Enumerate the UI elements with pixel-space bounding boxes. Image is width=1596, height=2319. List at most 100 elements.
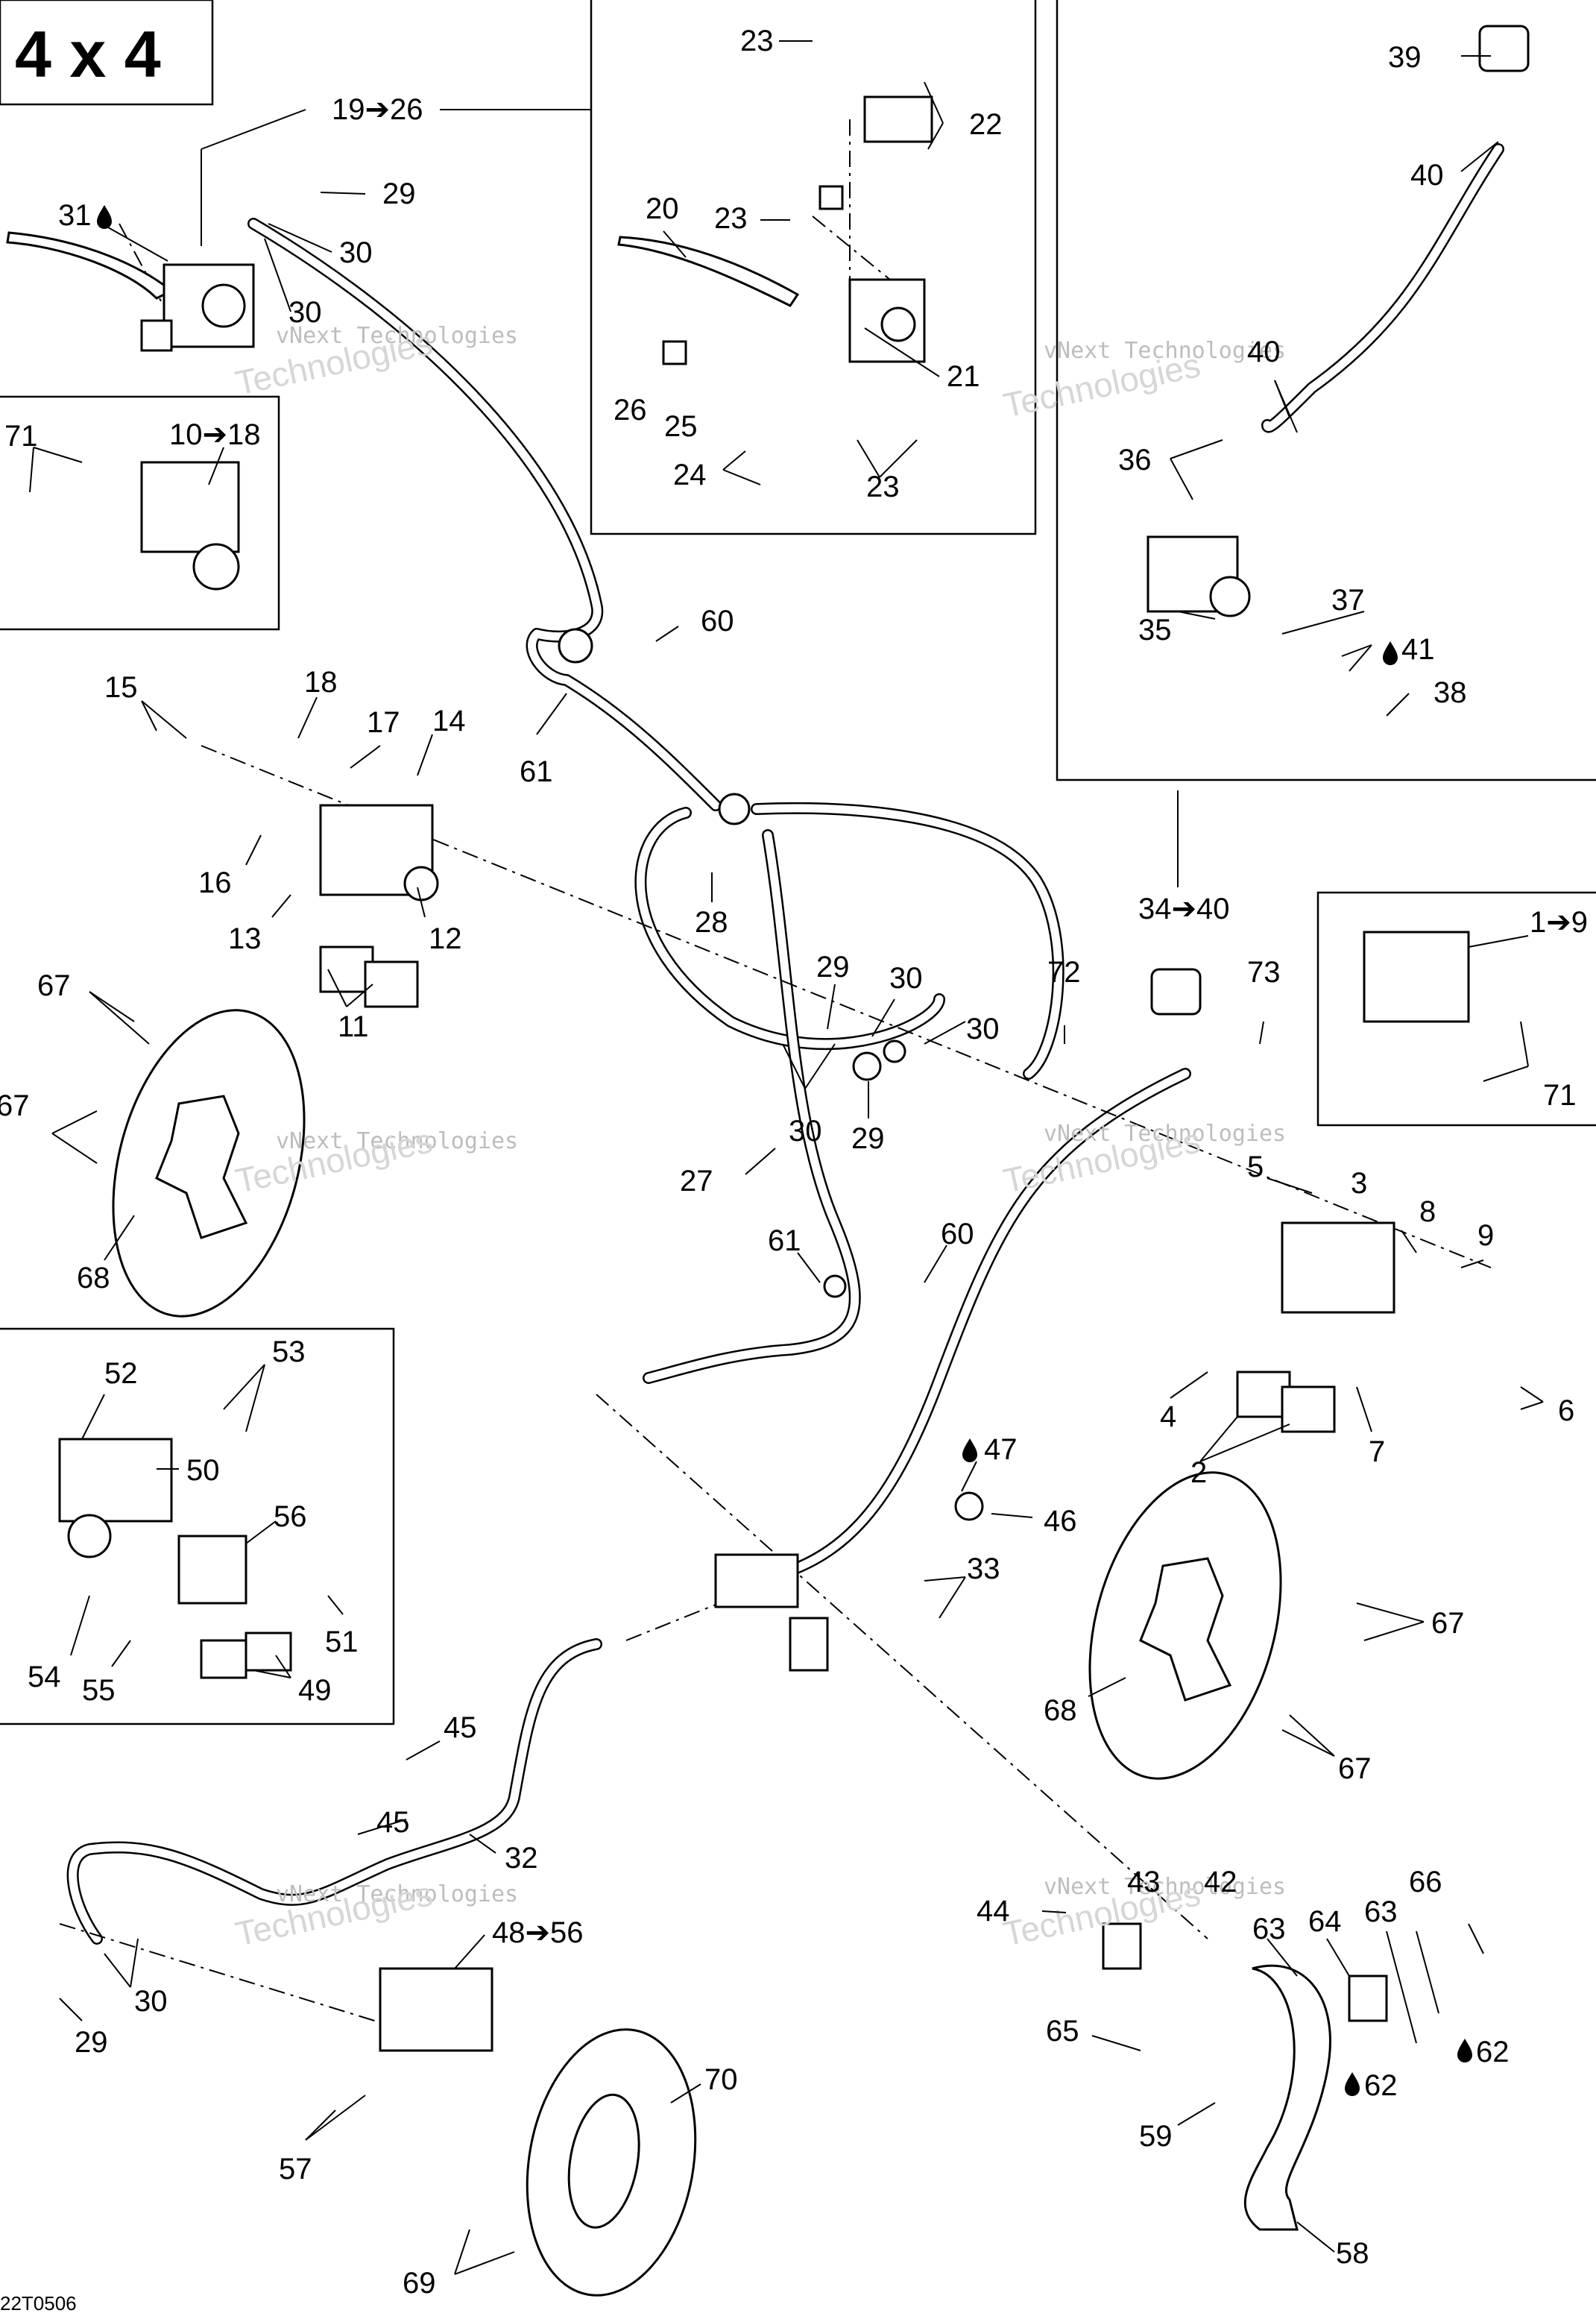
brake-discs — [112, 1009, 1282, 2297]
callout-label: 19➔26 — [332, 93, 423, 126]
callout-label: 10➔18 — [169, 418, 261, 451]
callout-label: 62 — [1364, 2069, 1398, 2102]
callout-label: 51 — [325, 1626, 359, 1658]
callout-label: 47 — [984, 1433, 1018, 1466]
reservoir-inset-box — [1056, 0, 1596, 781]
callout-label: 68 — [77, 1262, 110, 1294]
watermark-text: vNext Technologies — [276, 1128, 518, 1154]
callout-label: 67 — [37, 969, 71, 1002]
callout-label: 63 — [1364, 1895, 1398, 1928]
callout-label: 21 — [947, 360, 980, 393]
callout-label: 67 — [1338, 1752, 1372, 1785]
callout-label: 9 — [1477, 1219, 1494, 1252]
callout-label: 27 — [680, 1165, 713, 1198]
watermark-text: vNext Technologies — [276, 1881, 518, 1907]
watermark-text: vNext Technologies — [1044, 338, 1286, 364]
callout-label: 7 — [1369, 1435, 1385, 1468]
caliper-inset-box-right — [1316, 891, 1596, 1127]
callout-label: 44 — [977, 1895, 1010, 1928]
callout-label: 30 — [288, 296, 322, 329]
callout-label: 39 — [1388, 41, 1422, 74]
callout-label: 60 — [941, 1218, 974, 1250]
callout-label: 61 — [520, 755, 553, 788]
callout-label: 29 — [816, 951, 850, 984]
callout-label: 23 — [714, 202, 748, 235]
callout-label: 6 — [1558, 1394, 1574, 1427]
callout-label: 35 — [1138, 614, 1172, 646]
callout-label: 33 — [967, 1552, 1000, 1585]
callout-label: 41 — [1401, 633, 1435, 666]
caliper-inset-box-left — [0, 395, 280, 631]
callout-label: 3 — [1351, 1167, 1367, 1200]
callout-label: 49 — [298, 1674, 332, 1707]
callout-label: 23 — [866, 471, 900, 503]
callout-label: 62 — [1476, 2036, 1510, 2068]
callout-label: 63 — [1252, 1913, 1286, 1945]
callout-label: 60 — [701, 605, 734, 638]
callout-labels: 19➔26 31 29 30 30 23 22 20 23 21 26 25 2… — [0, 25, 1588, 2300]
callout-label: 15 — [104, 671, 138, 704]
callout-label: 71 — [4, 420, 38, 453]
callout-label: 2 — [1190, 1456, 1207, 1489]
callout-label: 64 — [1308, 1905, 1342, 1938]
callout-label: 29 — [382, 177, 416, 210]
callout-label: 24 — [673, 459, 707, 491]
callout-label: 42 — [1204, 1866, 1237, 1898]
callout-label: 28 — [695, 906, 728, 939]
callout-label: 55 — [82, 1674, 116, 1707]
callout-label: 18 — [304, 666, 338, 699]
title-box — [0, 0, 214, 106]
callout-label: 65 — [1046, 2015, 1079, 2048]
callout-label: 45 — [376, 1806, 410, 1839]
callout-label: 11 — [338, 1010, 369, 1043]
callout-label: 30 — [966, 1013, 1000, 1045]
callout-label: 70 — [704, 2063, 738, 2096]
callout-label: 38 — [1433, 676, 1467, 709]
callout-label: 58 — [1336, 2237, 1369, 2270]
callout-label: 25 — [664, 410, 698, 443]
callout-label: 59 — [1139, 2120, 1173, 2153]
leader-lines — [29, 40, 1544, 2275]
callout-label: 5 — [1247, 1151, 1264, 1183]
callout-label: 30 — [789, 1115, 822, 1148]
rear-caliper-inset-box — [0, 1327, 395, 1725]
callout-label: 54 — [28, 1661, 61, 1693]
master-cylinder-inset-box — [590, 0, 1037, 535]
watermark-text: vNext Technologies — [276, 323, 518, 349]
callout-label: 73 — [1247, 956, 1281, 989]
callout-label: 53 — [272, 1335, 306, 1368]
drawing-code: 22T0506 — [0, 2292, 77, 2315]
callout-label: 72 — [1047, 956, 1081, 989]
oil-drop-icon — [962, 1438, 977, 1462]
callout-label: 20 — [646, 192, 679, 225]
callout-label: 8 — [1419, 1195, 1436, 1228]
callout-label: 57 — [279, 2153, 312, 2186]
callout-label: 22 — [969, 108, 1003, 141]
callout-label: 14 — [432, 705, 466, 737]
callout-label: 71 — [1543, 1079, 1577, 1112]
callout-label: 4 — [1160, 1400, 1176, 1433]
watermark-text: vNext Technologies — [1044, 1874, 1286, 1900]
callout-label: 69 — [403, 2267, 436, 2300]
callout-label: 29 — [75, 2026, 108, 2059]
callout-label: 48➔56 — [492, 1916, 584, 1949]
callout-label: 36 — [1118, 444, 1152, 476]
callout-label: 61 — [768, 1224, 801, 1257]
callout-label: 30 — [889, 962, 923, 995]
callout-label: 34➔40 — [1138, 893, 1230, 925]
callout-label: 66 — [1409, 1866, 1442, 1898]
callout-label: 16 — [198, 866, 232, 899]
callout-label: 52 — [104, 1357, 138, 1390]
callout-label: 56 — [274, 1500, 307, 1533]
oil-drop-icon — [97, 205, 112, 229]
oil-drop-icon — [1383, 641, 1398, 665]
callout-label: 12 — [429, 922, 462, 955]
parts-artwork — [6, 25, 1530, 2231]
callout-label: 40 — [1247, 336, 1281, 368]
callout-label: 13 — [228, 922, 262, 955]
callout-label: 50 — [186, 1454, 220, 1487]
page-title: 4 x 4 — [15, 17, 161, 91]
callout-label: 67 — [0, 1089, 30, 1122]
callout-label: 30 — [339, 236, 373, 269]
